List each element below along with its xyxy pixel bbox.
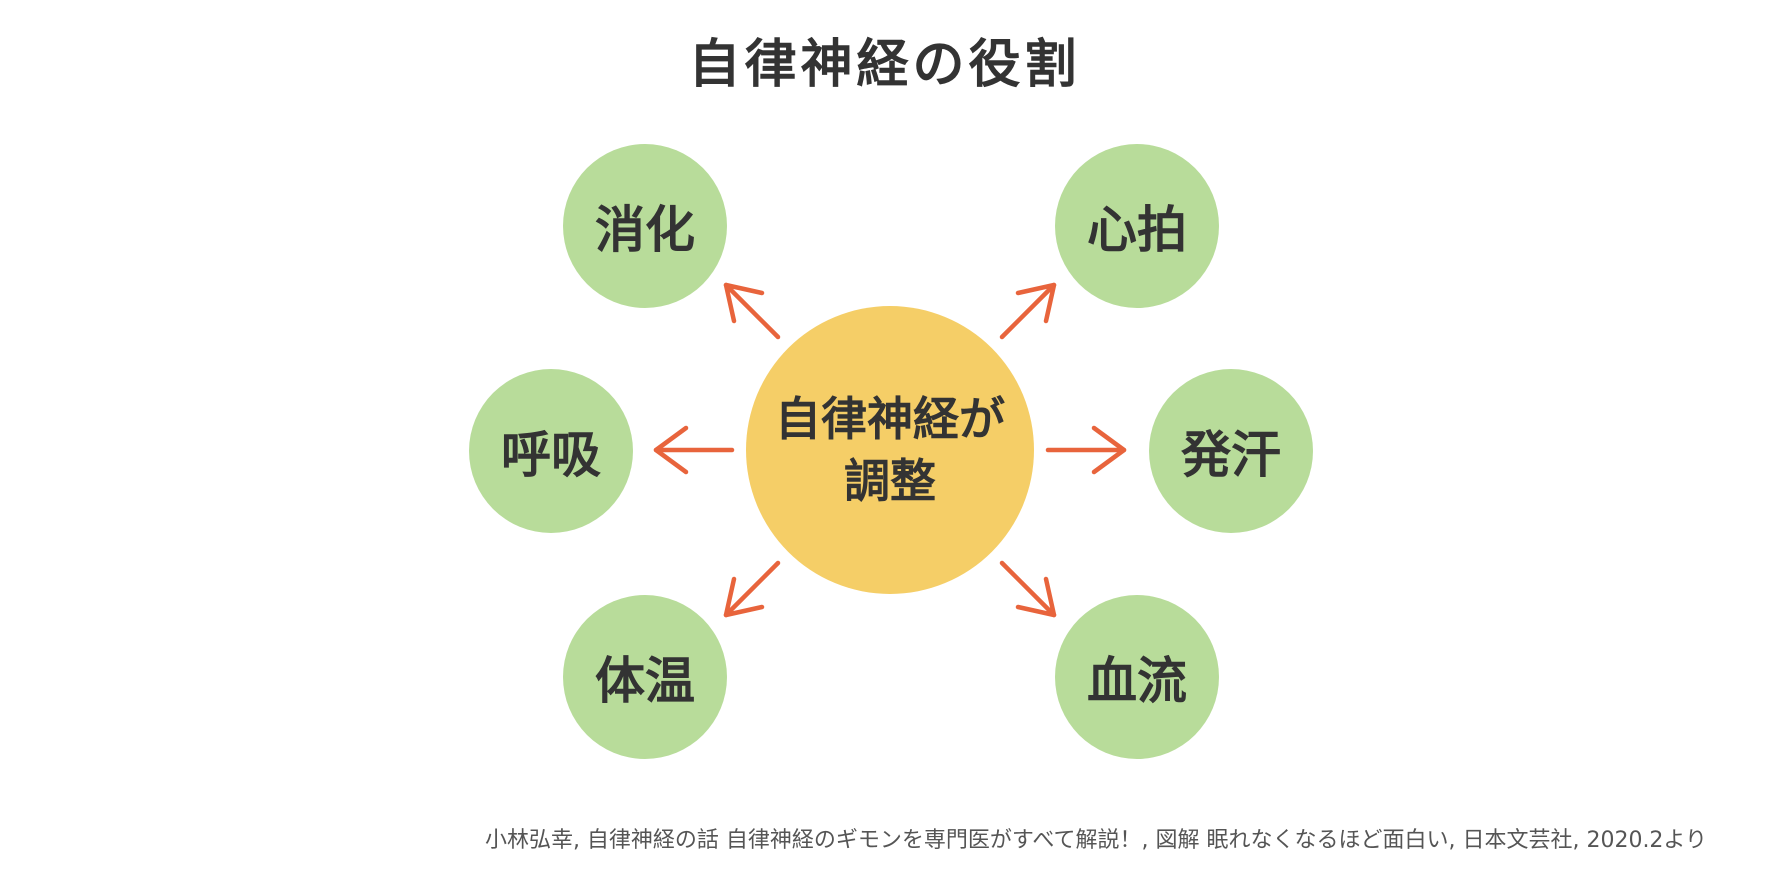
node-heartbeat: 心拍 (1055, 144, 1219, 308)
node-blood-flow: 血流 (1055, 595, 1219, 759)
arrow-to-blood-flow (999, 560, 1057, 618)
node-label: 体温 (595, 652, 695, 710)
node-label: 発汗 (1181, 426, 1281, 484)
arrow-to-sweating (1045, 425, 1127, 475)
arrow-to-digestion (723, 282, 781, 340)
node-label: 消化 (595, 201, 695, 259)
center-node-label: 自律神経が 調整 (775, 392, 1005, 508)
node-body-temperature: 体温 (563, 595, 727, 759)
arrow-to-heartbeat (999, 282, 1057, 340)
source-citation: 小林弘幸, 自律神経の話 自律神経のギモンを専門医がすべて解説！, 図解 眠れな… (484, 828, 1707, 853)
arrow-to-breathing (653, 425, 735, 475)
node-digestion: 消化 (563, 144, 727, 308)
node-sweating: 発汗 (1149, 369, 1313, 533)
arrow-to-body-temperature (723, 560, 781, 618)
center-node: 自律神経が 調整 (746, 306, 1034, 594)
node-label: 呼吸 (501, 426, 601, 484)
node-label: 心拍 (1087, 201, 1187, 259)
node-label: 血流 (1087, 652, 1187, 710)
node-breathing: 呼吸 (469, 369, 633, 533)
diagram-title: 自律神経の役割 (688, 35, 1081, 95)
